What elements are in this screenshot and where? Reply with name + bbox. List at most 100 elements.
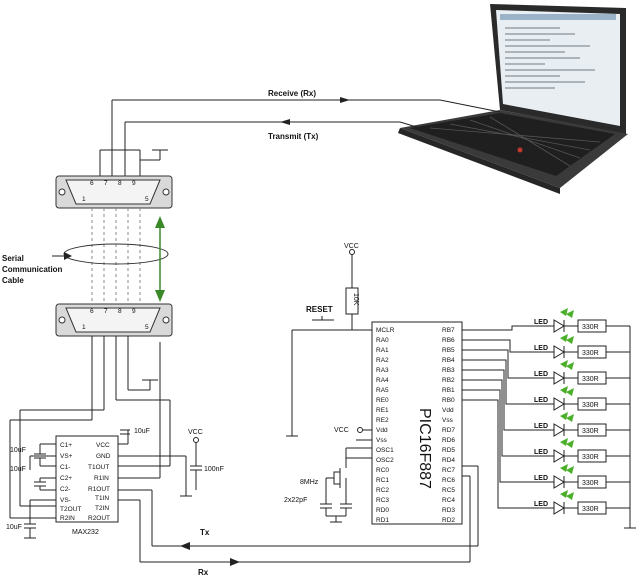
max232-pin: T1OUT — [88, 464, 109, 471]
pic-pin-label: RC4 — [442, 497, 455, 504]
bypass-cap-label: 100nF — [204, 466, 224, 473]
pin-number: 6 — [90, 308, 94, 315]
pic-pin-label: RC6 — [442, 477, 455, 484]
pic-pin-label: RA2 — [376, 357, 389, 364]
pic-pin-label: RD7 — [442, 427, 455, 434]
pic-pin-label: RE1 — [376, 407, 389, 414]
pic-vcc-label: VCC — [344, 243, 359, 250]
laptop-screen — [496, 10, 620, 126]
led-label: LED — [534, 319, 548, 326]
led-diode — [553, 423, 565, 437]
led-diode — [553, 397, 565, 411]
max232-pin: C1+ — [60, 442, 72, 449]
pic-pin-label: RB0 — [442, 397, 455, 404]
max232-pin: C1- — [60, 464, 70, 471]
max232-vcc — [118, 437, 202, 497]
pic-pin-label: RB3 — [442, 367, 455, 374]
led-diode — [553, 475, 565, 489]
led-light-icon — [560, 412, 568, 420]
pic-pin-label: OSC2 — [376, 457, 394, 464]
pic-pin-label: RA5 — [376, 387, 389, 394]
pic16f887-chip — [371, 321, 463, 525]
pic-pin-label: RC2 — [376, 487, 389, 494]
led-wire — [462, 379, 554, 457]
pic-pin-label: Vss — [442, 417, 454, 424]
led-light-icon — [566, 310, 574, 318]
pic-pin-label: Vdd — [376, 427, 388, 434]
led-label: LED — [534, 501, 548, 508]
led-diode — [553, 319, 565, 333]
led-label: LED — [534, 423, 548, 430]
pic-pin-label: RB4 — [442, 357, 455, 364]
pic-pin-label: RC1 — [376, 477, 389, 484]
resistor-label: 330R — [582, 454, 599, 461]
pic-pin-label: RD0 — [376, 507, 389, 514]
led-wire — [462, 369, 554, 431]
resistor-label: 330R — [582, 480, 599, 487]
cable-label-line2: Communication — [2, 265, 63, 274]
pin-number: 9 — [132, 308, 136, 315]
pic-pin-label: RB7 — [442, 327, 455, 334]
led-light-icon — [560, 360, 568, 368]
transmit-label: Transmit (Tx) — [268, 132, 319, 141]
screen-titlebar — [500, 14, 616, 20]
pin-number: 8 — [118, 180, 122, 187]
pic-pin-label: RD6 — [442, 437, 455, 444]
cable-label-line1: Serial — [2, 254, 24, 263]
pic-pin-label: RE2 — [376, 417, 389, 424]
led-wire — [462, 349, 554, 379]
max232-pin: C2- — [60, 486, 70, 493]
led-light-icon — [566, 414, 574, 422]
pullup-label: 10K — [352, 293, 359, 306]
rx-arrow — [230, 558, 240, 566]
max232-pin: VS- — [60, 497, 71, 504]
resistor-label: 330R — [582, 350, 599, 357]
pic-pin-label: RD3 — [442, 507, 455, 514]
pic-pin-label: RB1 — [442, 387, 455, 394]
cable-arrow — [155, 216, 165, 302]
db9-connector-bottom — [55, 303, 173, 337]
pic-pin-label: RD1 — [376, 517, 389, 524]
max232-pin: VCC — [96, 442, 110, 449]
pic-pin-label: RD4 — [442, 457, 455, 464]
pic-pin-label: OSC1 — [376, 447, 394, 454]
resistor-label: 330R — [582, 506, 599, 513]
resistor-label: 330R — [582, 428, 599, 435]
led-wire — [462, 389, 554, 483]
vdd-vcc-label: VCC — [334, 427, 349, 434]
reset-circuit — [286, 249, 372, 437]
led-label: LED — [534, 397, 548, 404]
max232-vcc-label: VCC — [188, 429, 203, 436]
led-label: LED — [534, 449, 548, 456]
max232-capacitors — [24, 429, 130, 539]
max232-name: MAX232 — [72, 529, 99, 536]
laptop-keyboard — [410, 113, 615, 176]
cap-label: 10uF — [10, 447, 26, 454]
crystal-circuit — [320, 447, 372, 523]
max232-pin: R2IN — [60, 515, 75, 522]
cap-label: 10uF — [10, 466, 26, 473]
led-label: LED — [534, 371, 548, 378]
led-diode — [553, 345, 565, 359]
pic-pin-label: RA4 — [376, 377, 389, 384]
pic-pin-label: RC5 — [442, 487, 455, 494]
led-light-icon — [560, 464, 568, 472]
max232-chip — [55, 435, 119, 523]
laptop-illustration — [398, 4, 628, 194]
led-light-icon — [566, 336, 574, 344]
led-light-icon — [560, 334, 568, 342]
pin-number: 1 — [82, 196, 86, 203]
pic-name: PIC16F887 — [416, 408, 433, 489]
led-light-icon — [566, 440, 574, 448]
pic-pin-label: RE0 — [376, 397, 389, 404]
led-light-icon — [566, 362, 574, 370]
db9-to-max232-wires — [9, 336, 171, 519]
led-label: LED — [534, 345, 548, 352]
led-diode — [553, 449, 565, 463]
pic-pin-label: RB6 — [442, 337, 455, 344]
pic-pin-label: RB5 — [442, 347, 455, 354]
led-wire — [462, 399, 554, 509]
pin-number: 7 — [104, 308, 108, 315]
max232-pin: T2IN — [95, 505, 109, 512]
uart-lines — [118, 465, 479, 563]
